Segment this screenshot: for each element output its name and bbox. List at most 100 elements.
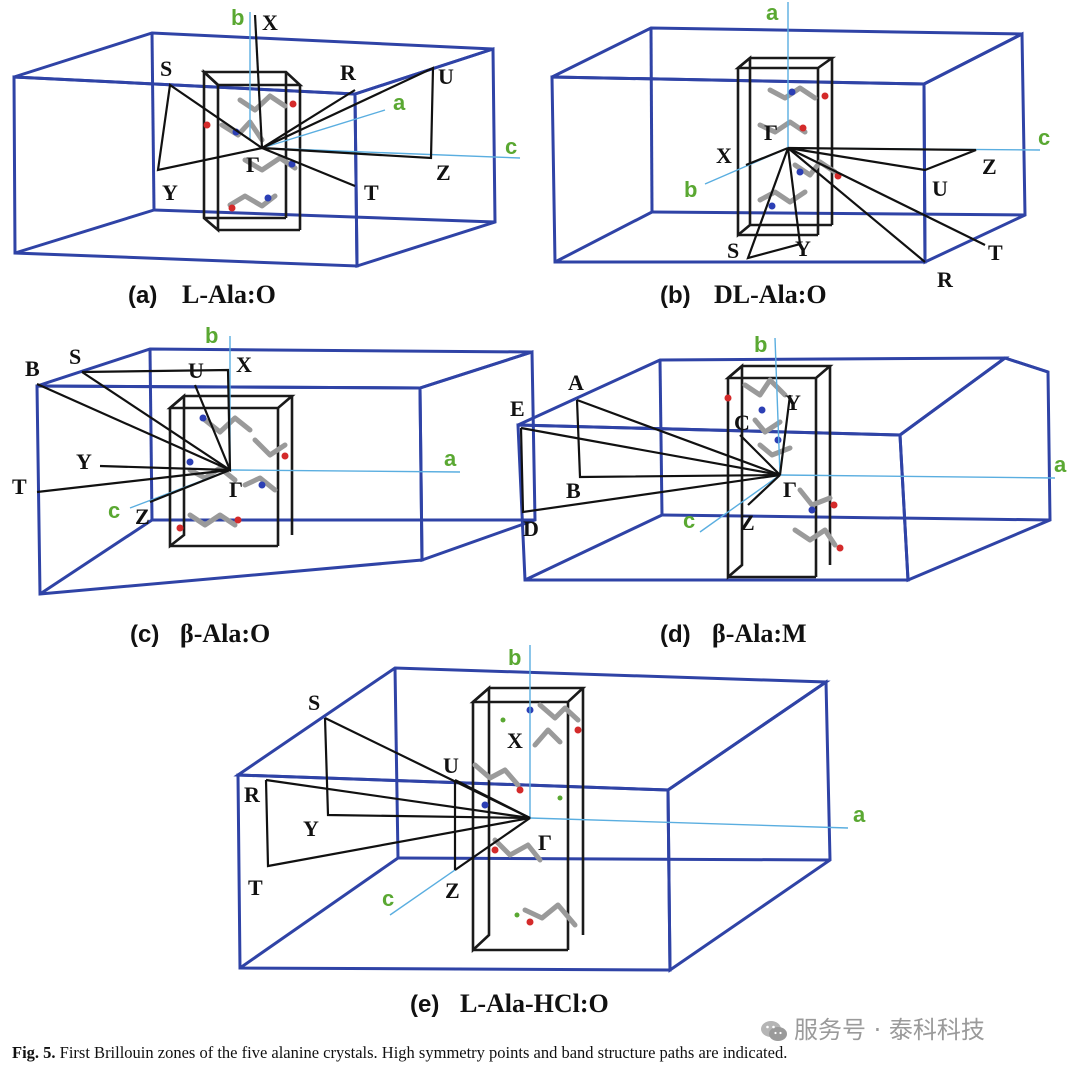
point-label-z: Z	[740, 510, 755, 535]
panel-e: b S X U R a Y Γ T Z c (e) L-Ala-HCl:O	[233, 645, 866, 1018]
point-label-x: X	[262, 10, 278, 35]
axis-label-c: c	[1038, 125, 1050, 150]
panel-id: (e)	[410, 991, 439, 1018]
point-label-d: D	[523, 516, 539, 541]
panel-id: (a)	[128, 282, 157, 309]
axis-label-b: b	[508, 645, 521, 670]
watermark: 服务号 · 泰科科技	[760, 1010, 985, 1045]
panel-e-paths	[264, 717, 531, 871]
point-label-b: B	[566, 478, 581, 503]
point-label-y: Y	[162, 180, 178, 205]
panel-a-labels: b X S R U a c Γ Z Y T	[160, 5, 517, 205]
panel-a-paths	[156, 14, 435, 188]
panel-c-paths	[36, 368, 232, 504]
panel-b: a c Γ X Z b U S Y T R (b) DL-Ala:O	[550, 0, 1050, 309]
point-label-r: R	[244, 782, 261, 807]
axis-label-b: b	[754, 332, 767, 357]
axis-label-b: b	[684, 177, 697, 202]
panel-d-caption: (d) β-Ala:M	[660, 619, 807, 648]
panel-e-molecules	[472, 702, 582, 928]
point-label-x: X	[716, 143, 732, 168]
panel-id: (b)	[660, 282, 691, 309]
point-label-s: S	[69, 344, 81, 369]
panel-a-molecules	[203, 93, 298, 212]
panel-name: L-Ala-HCl:O	[460, 989, 609, 1018]
axis-label-a: a	[853, 802, 866, 827]
point-label-a: A	[568, 370, 584, 395]
point-label-r: R	[937, 267, 954, 292]
panel-b-labels: a c Γ X Z b U S Y T R	[684, 0, 1050, 292]
panel-c-brillouin-zone	[35, 347, 537, 596]
axis-label-c: c	[505, 134, 517, 159]
point-label-s: S	[727, 238, 739, 263]
panel-d-brillouin-zone	[516, 356, 1052, 583]
panel-c: b S B U X Y a T Γ c Z (c) β-Ala:O	[12, 323, 537, 648]
point-label-u: U	[438, 64, 454, 89]
panel-c-molecules	[176, 414, 289, 532]
panel-b-paths	[745, 146, 986, 263]
point-label-t: T	[364, 180, 379, 205]
panel-e-caption: (e) L-Ala-HCl:O	[410, 989, 609, 1018]
axis-label-b: b	[231, 5, 244, 30]
panel-e-labels: b S X U R a Y Γ T Z c	[244, 645, 866, 911]
panel-b-unit-cell	[734, 55, 837, 238]
axis-a-line	[229, 469, 461, 473]
caption-label: Fig. 5.	[12, 1043, 56, 1062]
axis-label-a: a	[766, 0, 779, 25]
point-label-gamma: Γ	[783, 477, 797, 502]
point-label-z: Z	[982, 154, 997, 179]
point-label-u: U	[443, 753, 459, 778]
point-label-u: U	[932, 176, 948, 201]
panel-d: b A Y E C a B Γ c Z D (d) β-Ala:M	[510, 332, 1067, 648]
point-label-b: B	[25, 356, 40, 381]
point-label-u: U	[188, 358, 204, 383]
point-label-x: X	[236, 352, 252, 377]
panel-a: b X S R U a c Γ Z Y T (a) L-Ala:O	[12, 5, 521, 309]
panel-name: β-Ala:O	[180, 619, 270, 648]
point-label-z: Z	[135, 504, 150, 529]
point-label-gamma: Γ	[764, 120, 778, 145]
panel-b-caption: (b) DL-Ala:O	[660, 280, 827, 309]
panel-b-molecules	[757, 85, 842, 210]
watermark-text: 服务号 · 泰科科技	[794, 1016, 985, 1044]
panel-name: β-Ala:M	[712, 619, 807, 648]
wechat-icon	[761, 1021, 787, 1041]
point-label-z: Z	[436, 160, 451, 185]
panel-e-brillouin-zone	[233, 666, 832, 973]
point-label-gamma: Γ	[229, 477, 243, 502]
panel-c-unit-cell	[166, 393, 296, 549]
point-label-y: Y	[795, 236, 811, 261]
axis-label-a: a	[444, 446, 457, 471]
point-label-gamma: Γ	[246, 152, 260, 177]
axis-c-line	[699, 474, 781, 533]
point-label-x: X	[507, 728, 523, 753]
axis-label-b: b	[205, 323, 218, 348]
panel-d-unit-cell	[724, 363, 834, 580]
panel-d-axes	[699, 337, 1056, 533]
point-label-t: T	[248, 875, 263, 900]
axis-label-a: a	[1054, 452, 1067, 477]
point-label-y: Y	[303, 816, 319, 841]
panel-c-caption: (c) β-Ala:O	[130, 619, 270, 648]
point-label-c: C	[734, 410, 750, 435]
axis-label-c: c	[683, 508, 695, 533]
panel-a-brillouin-zone	[12, 31, 497, 269]
panel-a-caption: (a) L-Ala:O	[128, 280, 276, 309]
point-label-gamma: Γ	[538, 830, 552, 855]
point-label-t: T	[988, 240, 1003, 265]
panel-c-labels: b S B U X Y a T Γ c Z	[12, 323, 457, 529]
point-label-s: S	[308, 690, 320, 715]
panel-e-axes	[389, 645, 849, 916]
axis-a-line	[261, 109, 386, 149]
axis-a-line	[529, 817, 849, 829]
panel-name: L-Ala:O	[182, 280, 276, 309]
panel-id: (c)	[130, 621, 159, 648]
panel-a-unit-cell	[200, 69, 304, 233]
axis-a-line	[779, 474, 1056, 479]
point-label-y: Y	[785, 390, 801, 415]
figure-caption: Fig. 5. First Brillouin zones of the fiv…	[12, 1043, 1072, 1063]
point-label-y: Y	[76, 449, 92, 474]
panel-id: (d)	[660, 621, 691, 648]
point-label-z: Z	[445, 878, 460, 903]
